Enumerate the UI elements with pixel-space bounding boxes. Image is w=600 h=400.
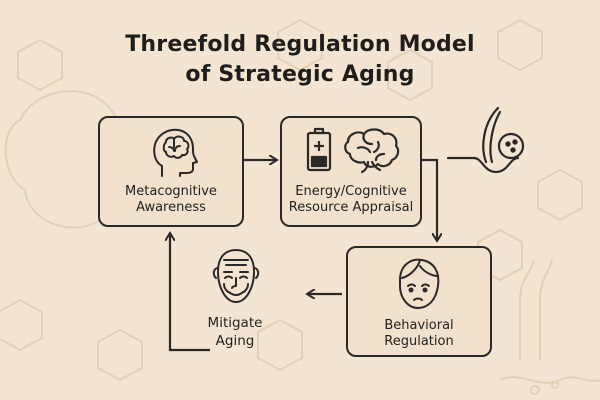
arrow-appraisal-to-regulation [422, 158, 437, 240]
node-behavioral-label: Behavioral Regulation [348, 318, 490, 350]
node-metacognitive-label: Metacognitive Awareness [100, 184, 242, 216]
node-resource-appraisal: Energy/Cognitive Resource Appraisal [280, 116, 422, 227]
hair-follicle-icon [446, 106, 525, 174]
node-mitigate-aging: Mitigate Aging [180, 314, 290, 350]
title-line-2: of Strategic Aging [185, 62, 415, 87]
arrow-mitigate-to-awareness [170, 234, 210, 352]
battery-icon [306, 127, 332, 172]
mitigate-line-2: Aging [215, 333, 255, 349]
tired-face-icon [399, 258, 440, 309]
skin-layer-graphic [499, 376, 600, 384]
hexagon-pattern [277, 18, 323, 72]
brain-icon [344, 128, 400, 174]
behavioral-line-1: Behavioral [384, 318, 454, 333]
node-metacognitive-awareness: Metacognitive Awareness [98, 116, 244, 227]
head-brain-icon [153, 128, 198, 177]
metacognitive-line-2: Awareness [136, 200, 206, 215]
behavioral-line-2: Regulation [384, 334, 454, 349]
appraisal-line-1: Energy/Cognitive [295, 184, 407, 199]
elderly-face-icon [212, 249, 260, 303]
node-behavioral-regulation: Behavioral Regulation [346, 246, 492, 357]
diagram-title: Threefold Regulation Model of Strategic … [0, 30, 600, 90]
node-appraisal-label: Energy/Cognitive Resource Appraisal [282, 184, 420, 216]
metacognitive-line-1: Metacognitive [125, 184, 217, 199]
title-line-1: Threefold Regulation Model [125, 32, 475, 57]
appraisal-line-2: Resource Appraisal [288, 200, 414, 215]
mitigate-line-1: Mitigate [207, 315, 263, 331]
